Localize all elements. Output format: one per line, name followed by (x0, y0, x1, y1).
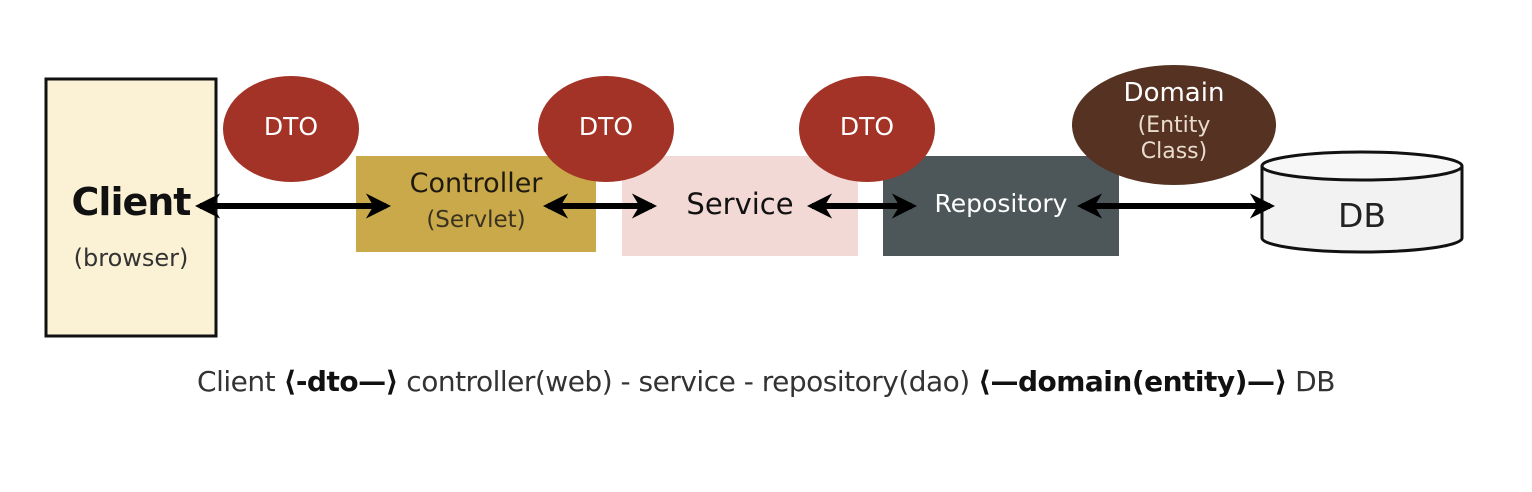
db-title: DB (1337, 196, 1387, 235)
controller-subtitle: (Servlet) (426, 207, 526, 233)
client-box (44, 77, 218, 338)
client-subtitle: (browser) (73, 244, 189, 272)
dto-label-1: DTO (263, 112, 319, 141)
service-title: Service (686, 187, 794, 221)
domain-ellipse (1072, 65, 1276, 185)
dto-ellipse-1 (223, 76, 359, 182)
dto-label-3: DTO (839, 112, 895, 141)
caption-layers: controller(web) - service - repository(d… (397, 365, 979, 398)
dto-label-2: DTO (578, 112, 634, 141)
caption-client: Client (197, 365, 284, 398)
repository-title: Repository (934, 189, 1068, 218)
controller-title: Controller (409, 168, 543, 199)
domain-title: Domain (1123, 78, 1225, 108)
caption-domain-arrow: ⟨—domain(entity)—⟩ (978, 365, 1287, 398)
diagram-caption: Client ⟨-dto—⟩ controller(web) - service… (0, 365, 1532, 398)
dto-ellipse-3 (799, 76, 935, 182)
domain-subtitle: (Entity Class) (1072, 113, 1276, 166)
domain-subtitle-line1: (Entity (1137, 113, 1211, 138)
caption-db: DB (1286, 365, 1335, 398)
domain-subtitle-line2: Class) (1140, 139, 1208, 165)
client-title: Client (71, 180, 192, 224)
dto-ellipse-2 (538, 76, 674, 182)
caption-dto-arrow: ⟨-dto—⟩ (283, 365, 399, 398)
db-cylinder (1260, 150, 1464, 254)
